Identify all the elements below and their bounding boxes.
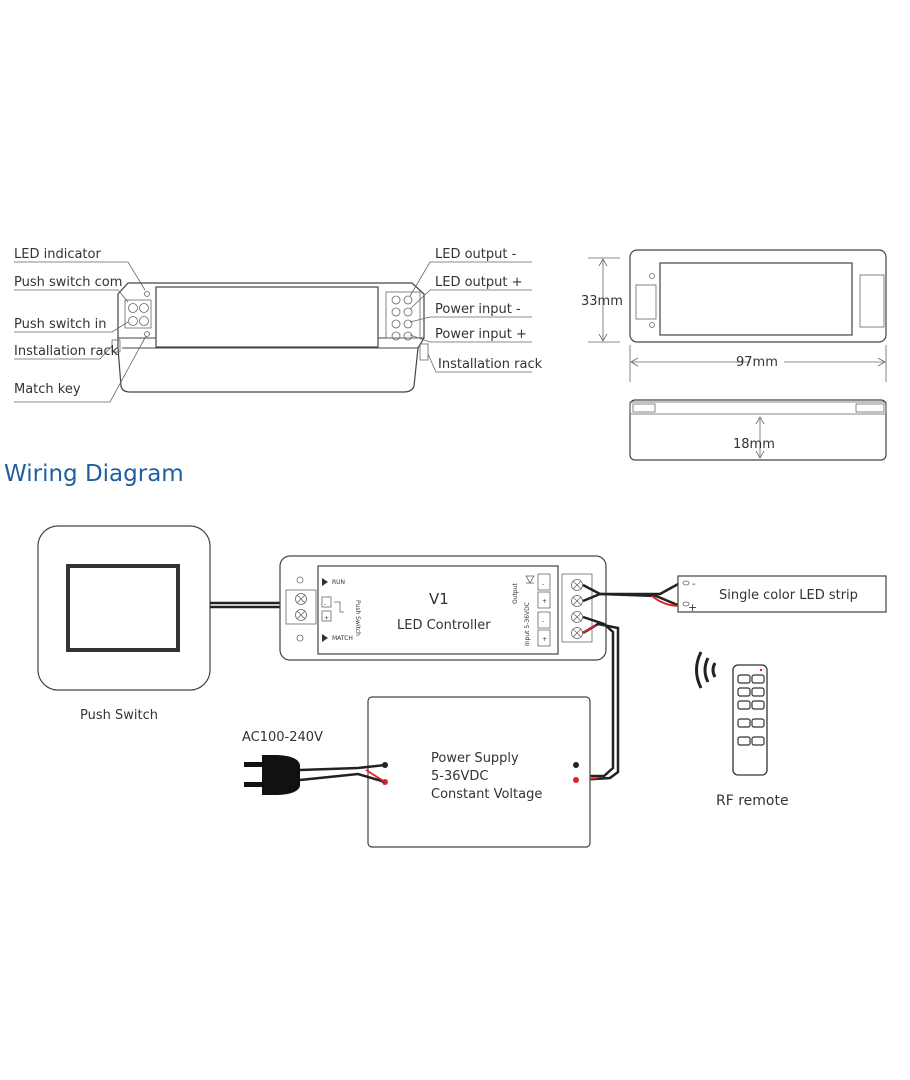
controller-switch-plus-sign: + <box>324 615 329 622</box>
left-leader-lines <box>14 261 147 403</box>
psu-line-3: Constant Voltage <box>431 787 542 802</box>
controller-run-label: RUN <box>332 579 345 586</box>
psu-line-2: 5-36VDC <box>431 769 488 784</box>
label-led-output-minus: LED output - <box>435 247 517 262</box>
push-switch-label: Push Switch <box>80 708 158 723</box>
dimension-height: 33mm <box>581 294 623 309</box>
right-leader-lines <box>409 261 532 373</box>
ac-plug-icon <box>244 755 386 795</box>
rf-remote-device <box>732 664 768 776</box>
led-strip-minus-sign: - <box>692 579 696 590</box>
controller-output-minus-sign: - <box>542 581 544 588</box>
controller-match-label: MATCH <box>332 635 353 642</box>
label-installation-rack-right: Installation rack <box>438 357 543 372</box>
led-strip-plus-sign: + <box>688 601 697 614</box>
label-installation-rack-left: Installation rack <box>14 344 119 359</box>
label-led-indicator: LED indicator <box>14 247 101 262</box>
label-power-input-minus: Power input - <box>435 302 521 317</box>
led-strip-device <box>677 575 887 613</box>
side-view-dimension <box>629 399 887 461</box>
controller-input-plus-sign: + <box>542 636 547 643</box>
label-led-output-plus: LED output + <box>435 275 523 290</box>
top-view-dimension <box>588 249 887 382</box>
push-switch-device <box>37 525 211 691</box>
label-power-input-plus: Power input + <box>435 327 527 342</box>
controller-switch-minus-sign: - <box>324 601 326 608</box>
led-strip-label: Single color LED strip <box>719 588 858 603</box>
ac-voltage-label: AC100-240V <box>242 730 323 745</box>
controller-model: V1 <box>429 590 449 608</box>
controller-input-small-label: Input 5-36VDC <box>524 602 531 646</box>
label-match-key: Match key <box>14 382 81 397</box>
led-controller-device <box>279 555 607 661</box>
controller-perspective-view <box>111 282 429 393</box>
psu-line-1: Power Supply <box>431 751 519 766</box>
dimension-length: 97mm <box>736 355 778 370</box>
rf-signal-icon <box>695 651 717 689</box>
controller-output-plus-sign: + <box>542 598 547 605</box>
controller-push-switch-small-label: Push Switch <box>354 600 361 636</box>
controller-input-minus-sign: - <box>542 618 544 625</box>
controller-name: LED Controller <box>397 618 491 633</box>
controller-output-small-label: Output <box>512 583 519 604</box>
wiring-diagram-title: Wiring Diagram <box>4 461 184 487</box>
controller-screw-terminals <box>571 579 583 639</box>
rf-remote-label: RF remote <box>716 793 789 809</box>
label-push-switch-com: Push switch com <box>14 275 122 290</box>
label-push-switch-in: Push switch in <box>14 317 106 332</box>
dimension-depth: 18mm <box>733 437 775 452</box>
